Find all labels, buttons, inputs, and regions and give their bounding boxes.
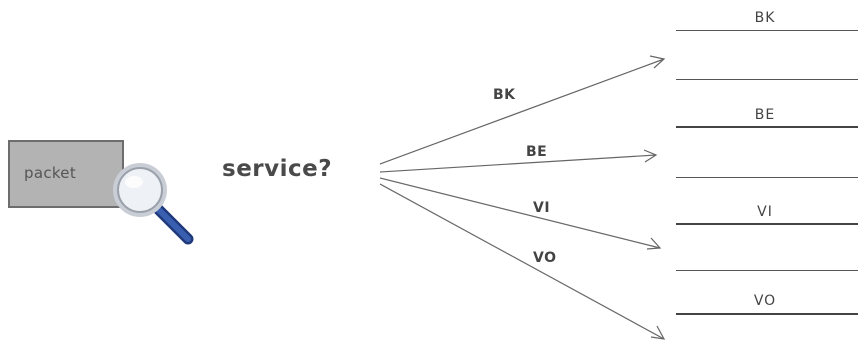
queue-bk-bottom-line [676, 79, 858, 80]
queue-label-vo: VO [753, 293, 777, 309]
magnifying-glass-icon [113, 163, 194, 245]
branch-label-bk: BK [493, 87, 516, 103]
queue-label-bk: BK [754, 10, 776, 26]
branch-label-vi: VI [533, 200, 551, 216]
arrow-vi [379, 177, 661, 249]
queue-vo-top-line [676, 313, 858, 315]
branch-label-vo: VO [533, 250, 557, 266]
arrowhead-bk [649, 55, 666, 69]
service-question-text: service? [222, 156, 333, 182]
queue-vi-bottom-line [676, 270, 858, 271]
arrowhead-be [643, 149, 658, 163]
arrow-bk [379, 58, 665, 165]
queue-vi-top-line [676, 223, 858, 225]
packet-box: packet [8, 140, 124, 208]
queue-label-be: BE [754, 107, 776, 123]
arrow-be [379, 154, 657, 173]
arrowhead-vi [646, 237, 662, 250]
arrowhead-vo [650, 325, 666, 340]
queue-label-vi: VI [757, 204, 773, 220]
queue-bk-top-line [676, 30, 858, 31]
queue-be-bottom-line [676, 177, 858, 178]
arrow-vo [379, 183, 665, 340]
packet-label: packet [24, 164, 77, 182]
queue-be-top-line [676, 126, 858, 128]
branch-label-be: BE [526, 144, 548, 160]
